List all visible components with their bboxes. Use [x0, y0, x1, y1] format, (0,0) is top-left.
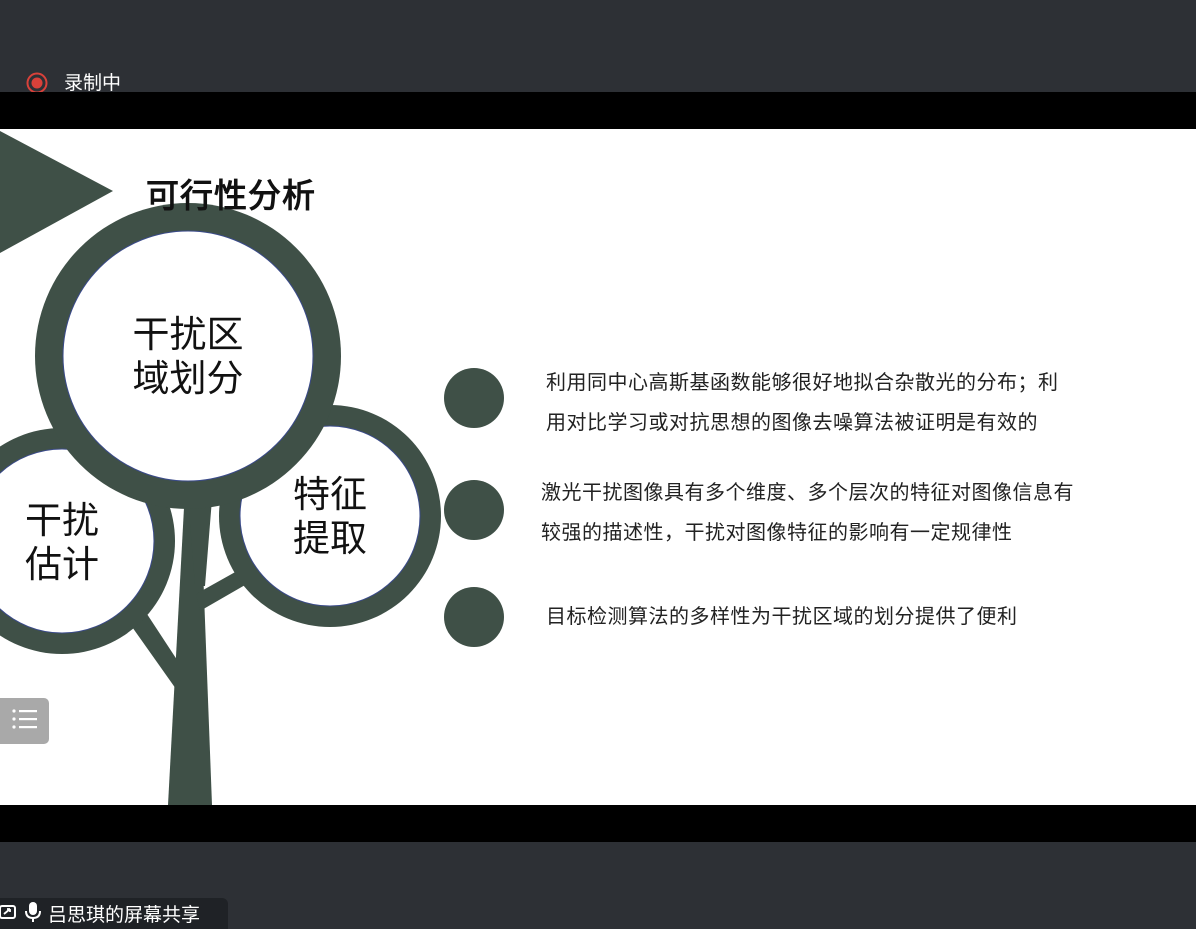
- bullet-dot-1: [444, 368, 504, 428]
- letterbox-bottom: [0, 805, 1196, 842]
- corner-triangle: [0, 131, 113, 253]
- node-label-line: 域划分: [132, 357, 244, 400]
- bullet-line: 用对比学习或对抗思想的图像去噪算法被证明是有效的: [546, 410, 1038, 434]
- node-label-region-division: 干扰区 域划分: [118, 313, 258, 401]
- bullet-text-3: 目标检测算法的多样性为干扰区域的划分提供了便利: [546, 596, 1018, 636]
- tree-diagram: [0, 131, 504, 805]
- recording-indicator[interactable]: 录制中: [26, 72, 121, 94]
- node-label-line: 估计: [25, 543, 99, 586]
- node-label-line: 特征: [293, 473, 367, 516]
- list-menu-icon: [11, 706, 39, 736]
- shared-slide: 可行性分析 干扰区 域划分 干扰 估计 特征 提取 利用同中心高斯基函数能够很好…: [0, 129, 1196, 805]
- bullet-text-2: 激光干扰图像具有多个维度、多个层次的特征对图像信息有 较强的描述性，干扰对图像特…: [541, 472, 1074, 552]
- record-icon: [26, 72, 48, 94]
- screen-share-icon: [0, 902, 18, 926]
- top-bar: [0, 0, 1196, 92]
- microphone-icon: [24, 901, 42, 927]
- bullet-line: 较强的描述性，干扰对图像特征的影响有一定规律性: [541, 520, 1013, 544]
- node-label-line: 干扰: [25, 499, 99, 542]
- node-fill-region: [62, 230, 314, 482]
- bullet-dot-3: [444, 587, 504, 647]
- node-label-line: 提取: [293, 517, 367, 560]
- node-label-line: 干扰区: [132, 313, 244, 356]
- bullet-line: 目标检测算法的多样性为干扰区域的划分提供了便利: [546, 604, 1018, 628]
- recording-status-label: 录制中: [64, 72, 122, 94]
- slide-title: 可行性分析: [146, 176, 316, 215]
- node-label-interference-estimation: 干扰 估计: [10, 499, 114, 587]
- node-fill-estimation: [0, 448, 155, 634]
- tree-stem: [188, 499, 212, 586]
- screen-share-label: 吕思琪的屏幕共享: [48, 904, 201, 926]
- slide-menu-button[interactable]: [0, 698, 49, 744]
- bullet-line: 激光干扰图像具有多个维度、多个层次的特征对图像信息有: [541, 480, 1074, 504]
- letterbox-top: [0, 92, 1196, 129]
- tree-branch-left: [130, 611, 185, 689]
- bullet-text-1: 利用同中心高斯基函数能够很好地拟合杂散光的分布；利 用对比学习或对抗思想的图像去…: [546, 362, 1059, 442]
- bullet-dot-2: [444, 480, 504, 540]
- bullet-line: 利用同中心高斯基函数能够很好地拟合杂散光的分布；利: [546, 370, 1059, 394]
- node-label-feature-extraction: 特征 提取: [278, 473, 382, 561]
- screen-share-tag[interactable]: 吕思琪的屏幕共享: [0, 898, 228, 929]
